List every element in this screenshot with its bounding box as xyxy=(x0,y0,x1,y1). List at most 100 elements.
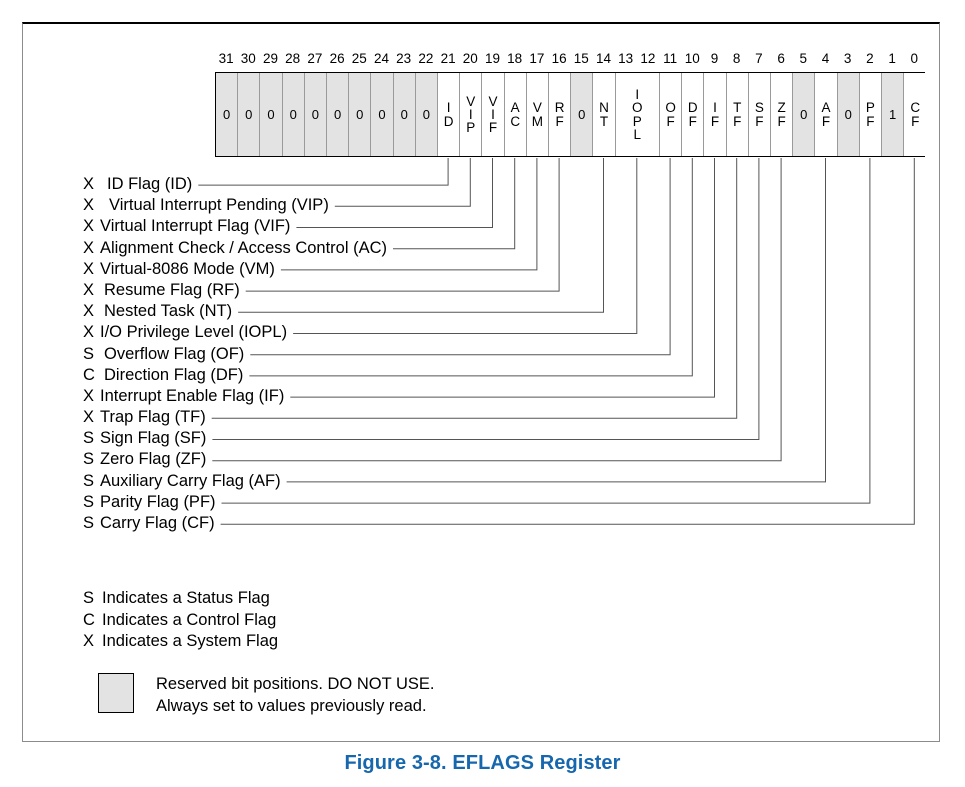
register-cell-label: 0 xyxy=(844,106,852,122)
flag-type-marker: X xyxy=(83,175,95,193)
bit-number-27: 27 xyxy=(307,51,323,66)
flag-key-marker: X xyxy=(83,632,95,650)
bit-number-11: 11 xyxy=(663,51,678,66)
register-cell-label: 0 xyxy=(422,106,430,122)
register-cell-label: 0 xyxy=(800,106,808,122)
flag-type-marker: X xyxy=(83,259,95,278)
bit-number-20: 20 xyxy=(462,51,478,66)
register-cell-label: 0 xyxy=(578,106,586,122)
flag-description: Resume Flag (RF) xyxy=(104,280,240,299)
flag-type-marker: X xyxy=(83,196,95,215)
flag-description: ID Flag (ID) xyxy=(107,175,193,193)
flag-description: Auxiliary Carry Flag (AF) xyxy=(100,471,281,490)
register-cell-bit-4: A F xyxy=(815,73,838,156)
register-cell-bit-7: S F xyxy=(748,73,771,156)
register-cell-bit-26: 0 xyxy=(327,73,350,156)
flag-legend-row: S Sign Flag (SF) xyxy=(83,428,513,449)
reserved-swatch xyxy=(98,673,134,713)
bit-number-19: 19 xyxy=(484,51,500,66)
reserved-note-text: Reserved bit positions. DO NOT USE. Alwa… xyxy=(156,673,434,717)
flag-type-marker: S xyxy=(83,514,95,532)
register-cell-bit-9: I F xyxy=(704,73,727,156)
register-cell-label: A C xyxy=(510,100,521,129)
flag-description: Alignment Check / Access Control (AC) xyxy=(100,238,388,257)
flag-description: Parity Flag (PF) xyxy=(100,492,216,511)
register-cell-bit-13-12: I O P L xyxy=(615,73,660,156)
flag-type-marker: X xyxy=(83,238,95,257)
register-cell-label: V I F xyxy=(488,93,498,136)
register-cell-label: 0 xyxy=(400,106,408,122)
register-cell-label: 0 xyxy=(356,106,364,122)
bit-number-7: 7 xyxy=(755,51,763,66)
bit-number-21: 21 xyxy=(440,51,456,66)
reserved-note: Reserved bit positions. DO NOT USE. Alwa… xyxy=(98,673,434,717)
flag-type-marker: S xyxy=(83,344,95,363)
register-cell-bit-27: 0 xyxy=(304,73,327,156)
flag-type-marker: X xyxy=(83,386,95,405)
register-cell-label: D F xyxy=(687,100,698,129)
flag-type-marker: X xyxy=(83,323,95,342)
register-cell-label: T F xyxy=(733,100,742,129)
flag-legend-row: S Parity Flag (PF) xyxy=(83,492,513,513)
bit-number-12: 12 xyxy=(640,51,656,66)
register-cell-label: 0 xyxy=(245,106,253,122)
bit-number-14: 14 xyxy=(595,51,611,66)
register-cell-label: 1 xyxy=(888,106,897,122)
register-cell-bit-0: C F xyxy=(904,73,927,156)
register-cell-label: V I P xyxy=(466,93,476,136)
register-cell-bit-5: 0 xyxy=(793,73,816,156)
flag-description: Trap Flag (TF) xyxy=(100,408,206,427)
flag-type-marker: X xyxy=(83,302,95,321)
flag-legend-row: S Carry Flag (CF) xyxy=(83,513,513,534)
bit-number-24: 24 xyxy=(373,51,389,66)
register-cell-label: 0 xyxy=(333,106,342,122)
bit-number-17: 17 xyxy=(529,51,545,66)
flag-description: Carry Flag (CF) xyxy=(100,514,215,532)
register-cell-bit-2: P F xyxy=(859,73,882,156)
register-cell-bit-6: Z F xyxy=(771,73,794,156)
bit-number-31: 31 xyxy=(218,51,234,66)
flag-legend-row: X Trap Flag (TF) xyxy=(83,407,513,428)
flag-type-marker: S xyxy=(83,429,95,448)
bit-number-2: 2 xyxy=(866,51,874,66)
flag-description: Overflow Flag (OF) xyxy=(104,344,245,363)
flag-type-marker: S xyxy=(83,492,95,511)
bit-number-22: 22 xyxy=(418,51,434,66)
register-cell-bit-19: V I F xyxy=(482,73,505,156)
bit-number-15: 15 xyxy=(573,51,589,66)
flag-description: Virtual-8086 Mode (VM) xyxy=(100,259,275,278)
flag-type-marker: S xyxy=(83,450,95,469)
register-cell-bit-22: 0 xyxy=(415,73,438,156)
bit-number-6: 6 xyxy=(777,51,785,66)
register-cell-bit-11: O F xyxy=(660,73,683,156)
flag-description: Sign Flag (SF) xyxy=(100,429,207,448)
flag-description: I/O Privilege Level (IOPL) xyxy=(100,323,288,342)
flag-legend-row: X ID Flag (ID) xyxy=(83,174,513,195)
flag-type-marker: X xyxy=(83,408,95,427)
flag-key-text: Indicates a Control Flag xyxy=(102,610,277,629)
register-cell-bit-8: T F xyxy=(726,73,749,156)
register-cell-label: V M xyxy=(531,100,544,129)
register-cell-bit-21: I D xyxy=(438,73,461,156)
flag-description: Direction Flag (DF) xyxy=(104,365,244,384)
bit-number-3: 3 xyxy=(843,51,852,66)
register-cell-bit-20: V I P xyxy=(460,73,483,156)
register-cell-label: 0 xyxy=(267,106,275,122)
bit-number-18: 18 xyxy=(507,51,523,66)
bit-number-23: 23 xyxy=(396,51,412,66)
register-cell-bit-25: 0 xyxy=(349,73,372,156)
reserved-note-line1: Reserved bit positions. DO NOT USE. xyxy=(156,675,435,693)
flag-key-marker: S xyxy=(83,589,95,607)
bit-number-30: 30 xyxy=(240,51,256,66)
register-cell-bit-28: 0 xyxy=(282,73,305,156)
register-cell-bit-24: 0 xyxy=(371,73,394,156)
bit-number-9: 9 xyxy=(710,51,719,66)
